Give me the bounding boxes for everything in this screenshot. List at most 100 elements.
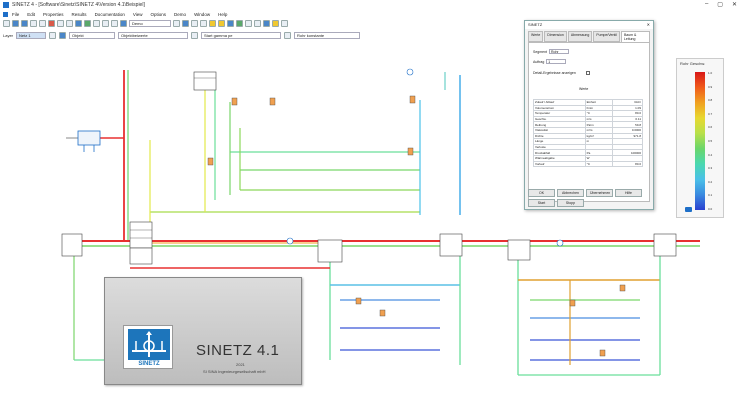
tab-abmessung[interactable]: Abmessung bbox=[567, 31, 593, 42]
node-right[interactable] bbox=[507, 239, 531, 261]
print-icon[interactable] bbox=[30, 20, 37, 27]
highlight-icon[interactable] bbox=[209, 20, 216, 27]
object-combo[interactable]: Objekt bbox=[69, 31, 116, 39]
tab-dimension[interactable]: Dimension bbox=[544, 31, 567, 42]
valve-markers[interactable] bbox=[207, 95, 626, 357]
save-icon[interactable] bbox=[21, 20, 28, 27]
settings-icon[interactable] bbox=[281, 20, 288, 27]
minimize-button[interactable]: – bbox=[704, 1, 709, 7]
color-icon[interactable] bbox=[272, 20, 279, 27]
network-canvas[interactable] bbox=[0, 41, 743, 412]
zoom-icon[interactable] bbox=[102, 20, 109, 27]
layer-tool-icon[interactable] bbox=[59, 31, 67, 39]
start-combo[interactable]: Start gamma pe bbox=[201, 31, 282, 39]
menu-file[interactable]: File bbox=[12, 11, 20, 17]
node-far-left[interactable] bbox=[61, 233, 83, 257]
table-icon[interactable] bbox=[245, 20, 252, 27]
result-icon[interactable] bbox=[236, 20, 243, 27]
upper-branch[interactable] bbox=[128, 71, 461, 225]
style-icon[interactable] bbox=[191, 31, 199, 39]
properties-close-icon[interactable]: ✕ bbox=[646, 22, 650, 27]
flag-icon[interactable] bbox=[218, 20, 225, 27]
values-table-cell: 0.11 bbox=[612, 115, 643, 123]
undo-icon[interactable] bbox=[57, 20, 64, 27]
app-icon bbox=[3, 2, 9, 8]
properties-title: SINETZ bbox=[528, 22, 543, 27]
auftrag-label: Auftrag bbox=[533, 59, 545, 64]
mode-combo[interactable]: Demo bbox=[129, 20, 171, 27]
pipe-constant-combo[interactable]: Rohr konstante bbox=[294, 31, 361, 39]
menu-results[interactable]: Results bbox=[71, 11, 87, 17]
line-icon[interactable] bbox=[191, 20, 198, 27]
calc-icon[interactable] bbox=[227, 20, 234, 27]
select-tool-icon[interactable] bbox=[93, 20, 100, 27]
values-table-cell: Geschw. bbox=[533, 115, 586, 123]
lower-middle-branch[interactable] bbox=[329, 246, 461, 365]
auftrag-field[interactable]: 1 bbox=[546, 59, 567, 64]
scale-slider-handle[interactable] bbox=[685, 207, 692, 212]
segment-label: Segment bbox=[533, 49, 548, 54]
lower-right-branch[interactable] bbox=[517, 246, 661, 376]
new-file-icon[interactable] bbox=[3, 20, 10, 27]
delete-icon[interactable] bbox=[48, 20, 55, 27]
menu-documentation[interactable]: Documentation bbox=[94, 11, 125, 17]
main-toolbar: Demo bbox=[0, 18, 520, 29]
menu-view[interactable]: View bbox=[132, 11, 143, 17]
chart-icon[interactable] bbox=[254, 20, 261, 27]
menu-window[interactable]: Window bbox=[194, 11, 211, 17]
maximize-button[interactable]: ▢ bbox=[717, 2, 723, 8]
menu-help[interactable]: Help bbox=[218, 11, 228, 17]
scale-tick-label: 0.6 bbox=[708, 125, 713, 130]
pump-tool-icon[interactable] bbox=[120, 20, 127, 27]
document-icon[interactable] bbox=[3, 11, 8, 17]
valve-tool-icon[interactable] bbox=[84, 20, 91, 27]
inlet-connection[interactable] bbox=[66, 130, 124, 152]
node-left-top[interactable] bbox=[193, 71, 217, 91]
rect-icon[interactable] bbox=[200, 20, 207, 27]
tab-werte[interactable]: Werte bbox=[528, 31, 544, 42]
values-table-cell: 59.8 bbox=[612, 121, 643, 128]
pump-markers[interactable] bbox=[286, 68, 564, 247]
grid-icon[interactable] bbox=[173, 20, 180, 27]
node-middle-right[interactable] bbox=[439, 233, 463, 257]
object-values-combo[interactable]: Objektbeiwerte bbox=[118, 31, 189, 39]
tab-pumpe-ventil[interactable]: Pumpe/Ventil bbox=[593, 31, 620, 42]
ok-button[interactable]: OK bbox=[528, 189, 555, 197]
close-button[interactable]: ✕ bbox=[731, 2, 737, 8]
cancel-button[interactable]: Abbrechen bbox=[557, 189, 584, 197]
menu-edit[interactable]: Edit bbox=[27, 11, 36, 17]
main-supply-line[interactable] bbox=[72, 240, 700, 247]
node-left-lower[interactable] bbox=[129, 247, 153, 265]
redo-icon[interactable] bbox=[66, 20, 73, 27]
cut-icon[interactable] bbox=[39, 20, 46, 27]
scale-tick-label: 0.2 bbox=[708, 179, 713, 184]
pan-icon[interactable] bbox=[111, 20, 118, 27]
apply-button[interactable]: Übernehmen bbox=[586, 189, 613, 197]
scale-tick-label: 0.8 bbox=[708, 98, 713, 103]
lower-left-return[interactable] bbox=[74, 267, 330, 361]
pipe-tool-icon[interactable] bbox=[75, 20, 82, 27]
detail-results-checkbox[interactable] bbox=[585, 71, 590, 75]
node-left-main[interactable] bbox=[129, 221, 153, 249]
window-title: SINETZ 4 - [Software\Sinetz\SINETZ 4\Ver… bbox=[12, 2, 145, 8]
help-button[interactable]: Hilfe bbox=[615, 189, 642, 197]
menu-demo[interactable]: Demo bbox=[174, 11, 187, 17]
segment-field[interactable]: Rohr bbox=[549, 49, 570, 54]
pipe-type-icon[interactable] bbox=[284, 31, 292, 39]
menu-options[interactable]: Options bbox=[150, 11, 167, 17]
properties-dialog[interactable]: SINETZ ✕ Werte Dimension Abmessung Pumpe… bbox=[524, 20, 654, 210]
connect-icon[interactable] bbox=[182, 20, 189, 27]
export-icon[interactable] bbox=[263, 20, 270, 27]
node-far-right[interactable] bbox=[653, 233, 677, 257]
company-name: SI SINA Ingenieurgesellschaft mbH bbox=[203, 369, 266, 374]
node-middle[interactable] bbox=[317, 239, 343, 263]
open-folder-icon[interactable] bbox=[12, 20, 19, 27]
left-riser[interactable] bbox=[73, 70, 129, 360]
start-button[interactable]: Start bbox=[528, 199, 555, 207]
layer-combo[interactable]: Netz 1 bbox=[16, 31, 47, 39]
stop-button[interactable]: Stopp bbox=[557, 199, 584, 207]
layer-add-icon[interactable] bbox=[49, 31, 57, 39]
tab-baum-leitung[interactable]: Baum & Leitung bbox=[620, 31, 650, 42]
menu-properties[interactable]: Properties bbox=[43, 11, 64, 17]
